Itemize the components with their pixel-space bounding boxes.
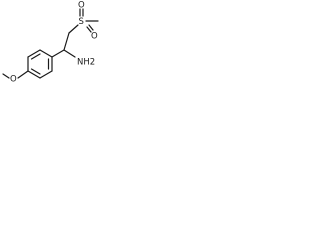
oxygen-top-label: O	[78, 1, 85, 11]
methoxy-oxygen-label: O	[10, 75, 17, 85]
oxygen-bottom-label: O	[91, 32, 98, 42]
sulfur-oxygen-bottom-double-bond	[88, 24, 94, 31]
alpha-carbon-to-amine-bond	[63, 49, 76, 58]
ch2-to-sulfur-bond	[68, 24, 79, 34]
ring-bond	[27, 70, 41, 79]
benzene-ring	[27, 49, 53, 79]
methoxy-oxygen-to-methyl-bond	[2, 73, 10, 79]
ring-bond	[27, 49, 41, 58]
ring-bond	[39, 49, 53, 58]
alpha-carbon-to-ch2-bond	[63, 32, 70, 51]
amine-label: NH2	[77, 58, 95, 68]
ring-bond	[39, 70, 53, 79]
chemical-structure: S O O NH2 O	[2, 1, 99, 85]
ring-double-bond	[30, 53, 41, 60]
ring-to-alpha-carbon-bond	[51, 49, 65, 58]
ring-to-methoxy-oxygen-bond	[17, 70, 29, 79]
sulfur-oxygen-bottom-double-bond	[86, 26, 92, 33]
sulfur-label: S	[79, 17, 84, 27]
ring-double-bond	[30, 68, 41, 75]
